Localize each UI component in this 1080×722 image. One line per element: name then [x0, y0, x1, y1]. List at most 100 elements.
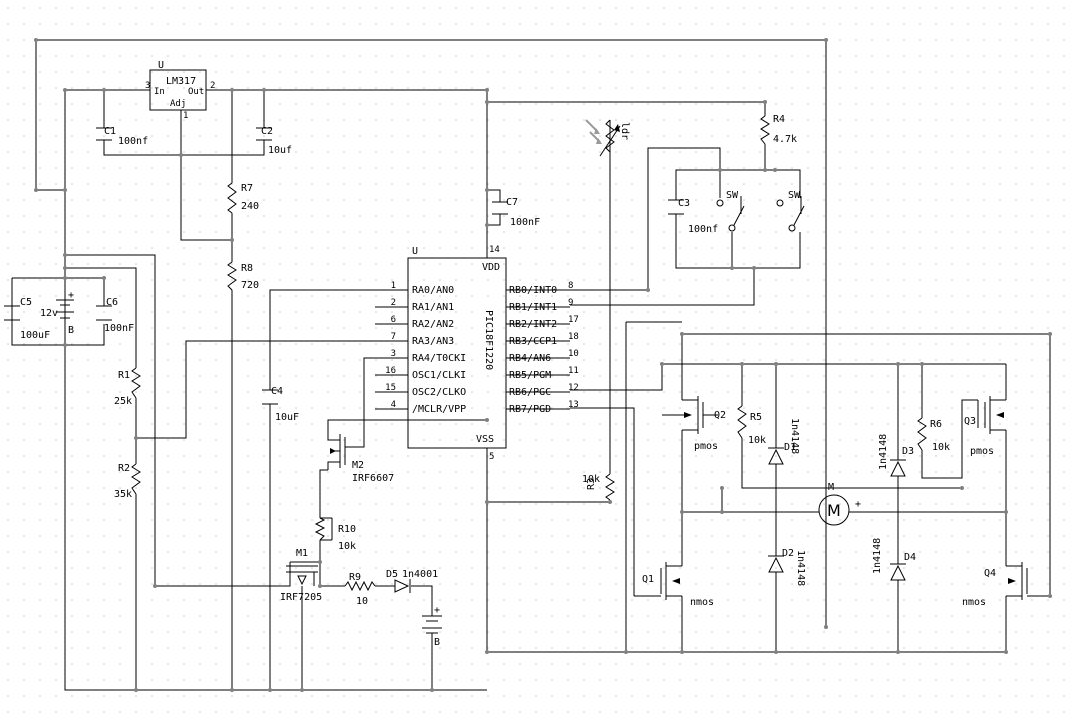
wire-junction	[896, 362, 900, 366]
mosfet-q2: Q2 pmos	[662, 396, 726, 452]
pic-pin-name: RA0/AN0	[412, 285, 454, 296]
svg-text:10k: 10k	[748, 435, 766, 446]
svg-text:ldr: ldr	[619, 122, 630, 140]
pic-pin-name: RB4/AN6	[509, 353, 551, 364]
wire-junction	[752, 266, 756, 270]
motor: M M +	[810, 482, 861, 526]
capacitor-c4: C4 10uF	[262, 386, 299, 423]
pic-pin-name: RB5/PGM	[509, 370, 551, 381]
wire-junction	[63, 266, 67, 270]
svg-text:14: 14	[489, 245, 500, 255]
svg-text:10k: 10k	[932, 442, 950, 453]
svg-text:1n4001: 1n4001	[402, 569, 438, 580]
svg-text:C7: C7	[506, 197, 518, 208]
wire-junction	[720, 510, 724, 514]
svg-text:1n4148: 1n4148	[789, 418, 800, 454]
resistor-r4: R4 4.7k	[760, 114, 797, 145]
reg-pin-in: In	[154, 87, 165, 97]
wire-junction	[485, 88, 489, 92]
wire-junction	[680, 650, 684, 654]
pic-pin-name: RB7/PGD	[509, 404, 551, 415]
wire-junction	[920, 362, 924, 366]
wire-junction	[680, 332, 684, 336]
svg-text:10k: 10k	[338, 541, 356, 552]
svg-text:1n4148: 1n4148	[878, 434, 889, 470]
pic-pin-number: 8	[568, 281, 573, 291]
svg-text:U: U	[412, 246, 418, 257]
wires	[11, 39, 1051, 691]
pic-pin-number: 16	[385, 366, 396, 376]
wire-junction	[718, 168, 722, 172]
pic-pin-number: 10	[568, 349, 579, 359]
wire-junction	[63, 188, 67, 192]
svg-text:nmos: nmos	[690, 597, 714, 608]
wire-junction	[230, 688, 234, 692]
wire-junction	[1048, 594, 1052, 598]
wire-junction	[34, 188, 38, 192]
pic-pin-number: 13	[568, 400, 579, 410]
pic-pin-number: 1	[391, 281, 396, 291]
pic-pin-number: 7	[391, 332, 396, 342]
svg-text:1n4148: 1n4148	[795, 550, 806, 586]
svg-text:nmos: nmos	[962, 597, 986, 608]
reg-pin-adj: Adj	[170, 99, 186, 109]
pic-pin-name: RB0/INT0	[509, 285, 557, 296]
svg-text:10uf: 10uf	[268, 145, 292, 156]
svg-text:12v: 12v	[40, 308, 58, 319]
capacitor-c1: C1 100nf	[96, 126, 148, 147]
diode-d2: D2 1n4148	[768, 548, 806, 586]
resistor-r6: R6 10k	[917, 417, 950, 453]
battery-small: + B	[422, 605, 442, 648]
pic-pin-name: RB6/PGC	[509, 387, 551, 398]
pic-pin-number: 6	[391, 315, 396, 325]
svg-text:R8: R8	[241, 263, 253, 274]
svg-text:720: 720	[241, 280, 259, 291]
svg-text:35k: 35k	[114, 489, 132, 500]
wire-junction	[1004, 510, 1008, 514]
reg-pin-out: Out	[188, 87, 204, 97]
lm317-regulator: U LM317 In Out Adj 3 2 1	[145, 60, 218, 121]
ldr-sensor: ldr	[585, 119, 630, 157]
svg-text:B: B	[434, 637, 440, 648]
wire-junction	[730, 266, 734, 270]
svg-text:D5: D5	[386, 569, 398, 580]
pic-right-pins: 8RB0/INT09RB1/INT117RB2/INT218RB3/CCP110…	[506, 281, 579, 415]
wire-junction	[34, 38, 38, 42]
reg-name: LM317	[166, 76, 196, 87]
resistor-r8: R8 720	[227, 261, 259, 291]
pic-pin-number: 17	[568, 315, 579, 325]
wire-junction	[740, 362, 744, 366]
svg-text:D4: D4	[904, 552, 916, 563]
pic-pin-name: RA3/AN3	[412, 336, 454, 347]
wire-junction	[318, 584, 322, 588]
pic-pin-number: 9	[568, 298, 573, 308]
resistor-r5: R5 10k	[737, 405, 766, 446]
reg-pin1: 1	[183, 111, 188, 121]
wire-junction	[646, 288, 650, 292]
wire-junction	[262, 88, 266, 92]
mosfet-q4: Q4 nmos	[962, 562, 1036, 608]
svg-text:5: 5	[489, 452, 494, 462]
svg-text:+: +	[68, 290, 74, 301]
diode-d3: D3 1n4148	[878, 434, 914, 477]
switch-sw2: SW	[776, 190, 805, 232]
svg-text:100nF: 100nF	[104, 323, 134, 334]
svg-text:4.7k: 4.7k	[773, 134, 797, 145]
svg-text:100nF: 100nF	[510, 217, 540, 228]
resistor-r1: R1 25k	[114, 367, 141, 407]
pic-pin-number: 15	[385, 383, 396, 393]
svg-text:C2: C2	[261, 126, 273, 137]
wire-junction	[485, 188, 489, 192]
wire-junction	[485, 500, 489, 504]
svg-text:R2: R2	[118, 463, 130, 474]
wire-junction	[824, 38, 828, 42]
pic-name: PIC18F1220	[483, 310, 494, 370]
pic-pin-name: /MCLR/VPP	[412, 404, 466, 415]
pic-pin-name: OSC1/CLKI	[412, 370, 466, 381]
svg-text:1n4148: 1n4148	[872, 538, 883, 574]
svg-text:R3: R3	[586, 478, 597, 490]
wire-junction	[318, 560, 322, 564]
svg-text:240: 240	[241, 201, 259, 212]
mosfet-m1: M1 IRF7205	[280, 548, 322, 603]
svg-text:C4: C4	[271, 386, 283, 397]
